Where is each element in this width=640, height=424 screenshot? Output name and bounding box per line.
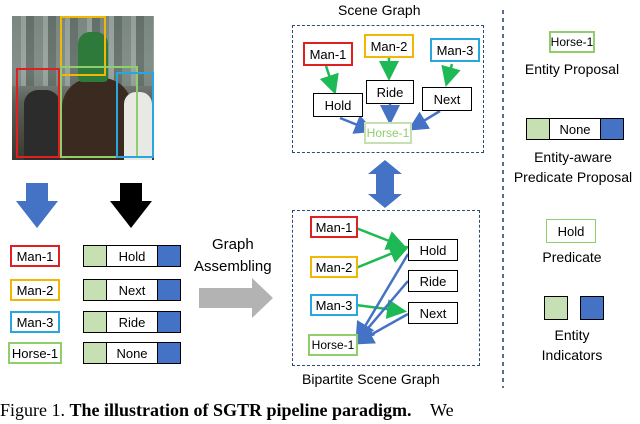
bbox-man-3 [116,72,154,158]
scene-graph-title: Scene Graph [338,2,421,18]
legend-entity-proposal-label: Entity Proposal [524,61,620,77]
bp-man-3: Man-3 [310,294,358,316]
entity-man-1: Man-1 [10,245,60,267]
bbox-man-2 [60,16,106,76]
entity-man-3: Man-3 [10,311,60,333]
legend-entity-proposal-box: Horse-1 [549,31,595,53]
sg-man-2: Man-2 [364,34,414,58]
predicate-proposal-ride: Ride [83,311,181,333]
down-arrow-blue [16,183,58,228]
legend-entity-indicator-green [544,296,568,320]
graph-assembling-line2: Assembling [194,258,272,275]
bipartite-title: Bipartite Scene Graph [302,371,440,387]
sg-man-1: Man-1 [303,42,353,66]
bbox-man-1 [16,68,60,158]
graph-assembling-line1: Graph [212,236,254,253]
input-image [12,16,154,160]
legend-entity-indicators-label-1: Entity [554,327,590,343]
graph-assembling-arrow [199,278,273,318]
legend-predicate-proposal-label-1: Entity-aware [534,149,612,165]
bp-man-1: Man-1 [310,216,358,238]
sg-man-3: Man-3 [430,38,480,62]
sg-pred-ride: Ride [366,80,414,104]
bp-pred-next: Next [408,302,458,324]
predicate-proposal-none: None [83,342,181,364]
man1-figure [24,90,60,160]
caption-suffix: We [430,400,454,420]
bp-pred-hold: Hold [408,239,458,261]
horse-figure [62,78,132,160]
sg-horse-1: Horse-1 [364,122,412,144]
legend-entity-indicator-blue [580,296,604,320]
caption-prefix: Figure 1. [0,400,65,420]
legend-predicate-box: Hold [546,219,596,243]
legend-predicate-proposal: None [526,118,624,140]
entity-horse-1: Horse-1 [8,342,62,364]
sg-pred-next: Next [422,87,472,111]
legend-predicate-proposal-label-2: Predicate Proposal [513,169,633,185]
sg-pred-hold: Hold [313,93,363,117]
figure-caption: Figure 1. The illustration of SGTR pipel… [0,400,640,421]
bp-pred-ride: Ride [408,270,458,292]
bidirectional-arrow [368,160,402,208]
entity-man-2: Man-2 [10,279,60,301]
down-arrow-black [110,183,152,228]
predicate-proposal-hold: Hold [83,245,181,267]
predicate-proposal-next: Next [83,279,181,301]
bp-man-2: Man-2 [310,256,358,278]
caption-bold: The illustration of SGTR pipeline paradi… [69,400,412,420]
bbox-horse-1 [60,66,138,158]
legend-predicate-label: Predicate [542,249,602,265]
scene-graph-panel [292,25,484,153]
bipartite-panel [292,210,480,366]
man3-figure [124,92,152,160]
bp-horse-1: Horse-1 [308,334,358,356]
jockey-figure [78,32,108,82]
legend-entity-indicators-label-2: Indicators [541,347,603,363]
